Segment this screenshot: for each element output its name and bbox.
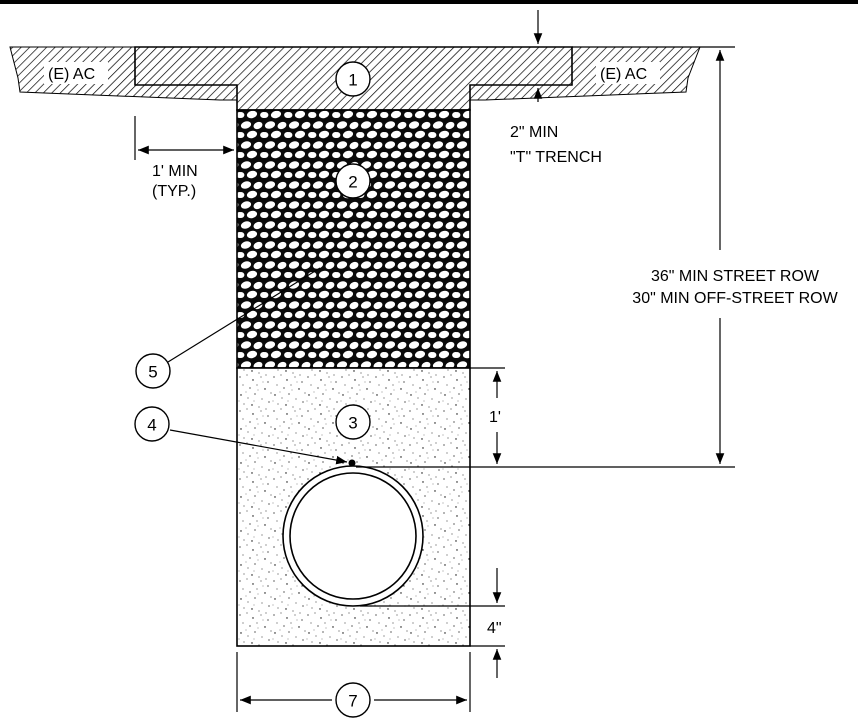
callout-7: 7 <box>335 682 371 718</box>
gravel-backfill <box>236 109 471 369</box>
callout-5: 5 <box>135 353 171 389</box>
side-clearance-label-1: 1' MIN <box>152 163 198 180</box>
conduit-pipe-inner <box>289 472 417 600</box>
tracer-wire <box>348 459 356 467</box>
callout-4: 4 <box>134 406 170 442</box>
leader-4 <box>169 429 348 465</box>
ac-right-label-bg <box>596 62 660 84</box>
side-clearance-label-2: (TYP.) <box>152 183 196 200</box>
ac-right-label: (E) AC <box>600 66 647 83</box>
depth-label-2: 30" MIN OFF-STREET ROW <box>632 290 838 307</box>
leader-5 <box>167 267 321 363</box>
bedding-dim-label: 4" <box>487 620 502 637</box>
t-trench-label-2: "T" TRENCH <box>510 149 602 166</box>
ac-left-label-bg <box>44 62 108 84</box>
callout-2: 2 <box>335 163 371 199</box>
svg-text:1: 1 <box>348 71 357 90</box>
svg-text:5: 5 <box>148 363 157 382</box>
svg-text:7: 7 <box>348 692 357 711</box>
depth-label-1: 36" MIN STREET ROW <box>651 268 820 285</box>
ac-left-label: (E) AC <box>48 66 95 83</box>
top-border <box>0 0 858 4</box>
callout-1: 1 <box>335 61 371 97</box>
t-trench-label-1: 2" MIN <box>510 124 558 141</box>
svg-text:4: 4 <box>147 416 156 435</box>
svg-text:3: 3 <box>348 414 357 433</box>
callout-3: 3 <box>335 404 371 440</box>
cover-dim-label: 1' <box>489 409 501 426</box>
svg-text:2: 2 <box>348 173 357 192</box>
